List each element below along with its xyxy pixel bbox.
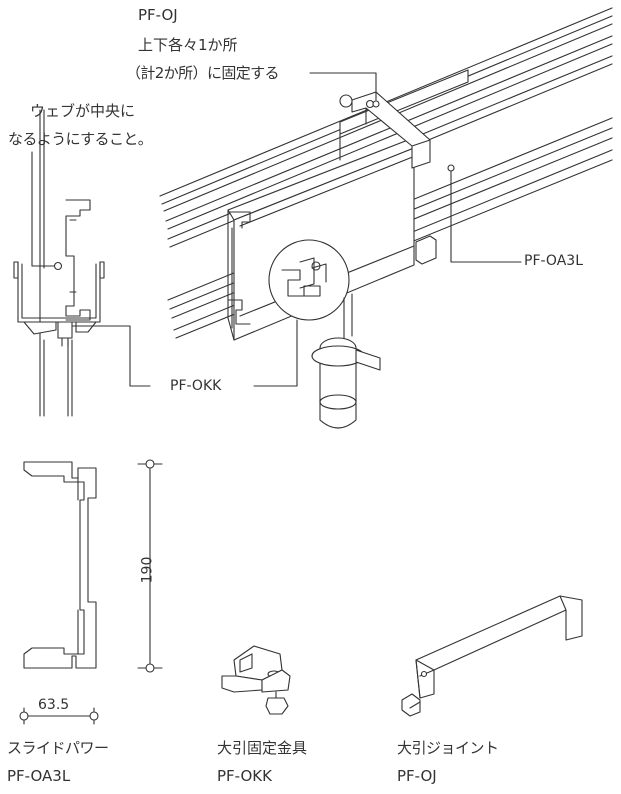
pf-okk-part-drawing (221, 645, 291, 715)
pf-oj-callout-line2: 上下各々1か所 (138, 36, 238, 54)
pf-oj-bracket-top (339, 91, 431, 169)
leader-pf-oj (309, 72, 377, 101)
leader-pf-okk (253, 319, 298, 387)
support-post (311, 293, 381, 429)
rail-assembly-drawing (159, 7, 613, 429)
part-code-pf-oj: PF-OJ (397, 767, 437, 785)
part-name-ohbiki-joint: 大引ジョイント (397, 739, 499, 757)
pf-okk-callout: PF-OKK (170, 378, 222, 394)
part-name-slide-power: スライドパワー (7, 739, 109, 757)
pf-oa3l-profile-drawing (19, 459, 163, 725)
leader-web-center (31, 151, 55, 267)
leader-pf-oa3l (450, 169, 522, 263)
height-dimension: 190 (139, 556, 156, 584)
web-note-line1: ウェブが中央に (30, 102, 136, 120)
part-code-pf-oa3l: PF-OA3L (7, 767, 71, 785)
part-code-pf-okk: PF-OKK (217, 767, 272, 785)
pf-oj-part-drawing (401, 595, 583, 717)
detail-magnifier (268, 239, 350, 321)
side-section-drawing (13, 109, 151, 417)
pf-oj-callout-line1: PF-OJ (138, 6, 178, 24)
pf-oa3l-callout: PF-OA3L (524, 253, 583, 269)
leader-pf-okk-side (71, 325, 151, 387)
width-dimension: 63.5 (38, 697, 70, 713)
web-note-line2: なるようにすること。 (8, 130, 153, 148)
pf-oj-callout-line3: （計2か所）に固定する (126, 64, 280, 82)
part-name-ohbiki-fixing: 大引固定金具 (217, 739, 308, 757)
